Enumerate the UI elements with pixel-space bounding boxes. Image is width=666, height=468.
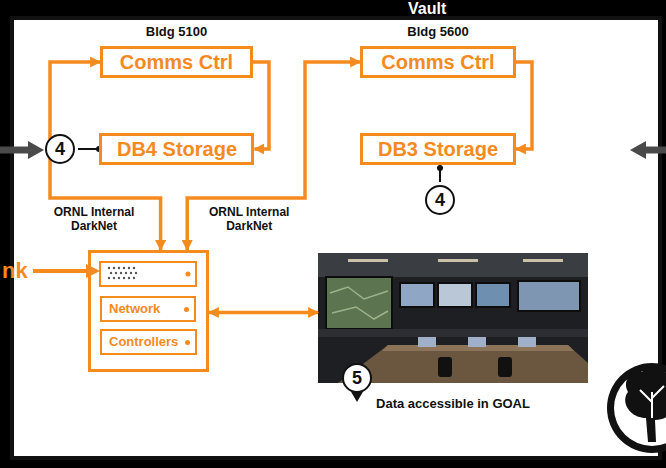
map-screen	[326, 277, 392, 329]
status-dot	[186, 272, 191, 277]
desk-monitor	[518, 337, 536, 347]
logo-ring	[607, 363, 666, 453]
desk-monitor	[418, 337, 436, 347]
connector	[516, 62, 532, 149]
vent-dots	[108, 267, 137, 279]
server-rack: NetworkControllers	[88, 250, 209, 372]
arrow-shaft	[644, 147, 666, 154]
logo-branches	[640, 386, 664, 418]
box-label: Comms Ctrl	[381, 50, 494, 74]
ceiling-light	[348, 259, 388, 262]
comms-control-box: Bldg 5100Comms Ctrl	[100, 46, 253, 78]
section-title: Vault	[408, 1, 446, 17]
arrow-shaft	[0, 147, 30, 154]
logo-tree	[625, 367, 666, 442]
chair	[438, 357, 452, 377]
desk-monitor	[468, 337, 486, 347]
connector	[253, 62, 269, 149]
building-heading: Bldg 5600	[343, 24, 533, 40]
callout-number: 5	[342, 363, 372, 393]
arrow-head	[28, 141, 44, 159]
leader-line	[78, 148, 99, 150]
ceiling-light	[523, 259, 563, 262]
chair	[498, 357, 512, 377]
wall-screen	[438, 283, 472, 307]
ceiling-light	[438, 259, 478, 262]
wall-screen	[476, 283, 510, 307]
storage-box: DB3 Storage	[360, 133, 516, 165]
wall-screen	[400, 283, 434, 307]
arrow-head	[630, 141, 646, 159]
network-label: ORNL Internal DarkNet	[46, 205, 142, 233]
white-panel	[12, 18, 660, 458]
lab-logo	[607, 363, 666, 453]
incoming-arrow-left	[0, 141, 44, 159]
desk	[338, 345, 588, 383]
picture-caption: Data accessible in GOAL	[288, 396, 618, 412]
comms-control-box: Bldg 5600Comms Ctrl	[360, 46, 516, 78]
slot-outline	[100, 262, 196, 286]
storage-box: DB4 Storage	[99, 133, 254, 165]
box-label: DB4 Storage	[117, 137, 237, 161]
rack-slot: Network	[100, 296, 196, 322]
connector	[209, 311, 318, 315]
wall-screen	[518, 281, 580, 311]
network-label: ORNL Internal DarkNet	[201, 205, 297, 233]
rack-slot: Controllers	[100, 329, 197, 355]
incoming-arrow-right	[630, 141, 666, 159]
building-heading: Bldg 5100	[83, 24, 270, 40]
callout-number: 4	[425, 185, 455, 215]
slot-label: Controllers	[109, 334, 178, 350]
ceiling	[318, 253, 588, 277]
leader-dot	[437, 165, 443, 171]
rack-top-slot	[100, 262, 196, 286]
link-label: nk	[2, 259, 28, 283]
map-lines	[330, 287, 388, 319]
box-label: Comms Ctrl	[120, 50, 233, 74]
slot-label: Network	[109, 301, 160, 317]
arrow-shaft	[33, 269, 88, 273]
wall-base	[318, 329, 588, 337]
box-label: DB3 Storage	[378, 137, 498, 161]
callout-number: 4	[45, 134, 75, 164]
